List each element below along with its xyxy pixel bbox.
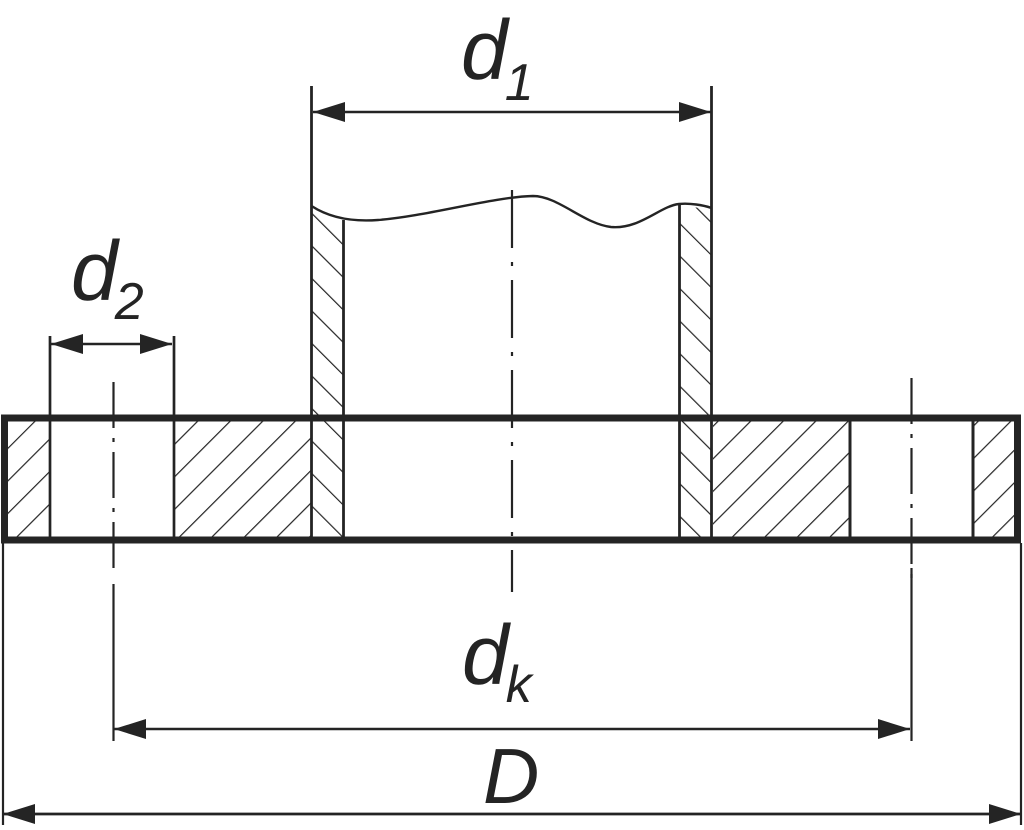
d2-arrow-right [140, 334, 172, 354]
pipe-wall-hatch-right [680, 206, 712, 538]
D-label: D [483, 732, 539, 820]
extension-lines [1, 543, 1023, 825]
d2-arrow-left [51, 334, 83, 354]
d1-arrow-left [313, 102, 345, 122]
dimension-d2: d2 [51, 224, 172, 354]
pipe-wall-outlines [310, 86, 713, 539]
D-arrow-right [989, 804, 1021, 824]
flange-hatch-left-web [175, 421, 311, 537]
D-arrow-left [3, 804, 35, 824]
pipe-wall-hatch-left [312, 209, 344, 538]
centerlines [112, 190, 913, 592]
dk-label: dk [462, 608, 535, 714]
dimension-dk: dk [114, 608, 910, 739]
dk-arrow-left [114, 719, 146, 739]
d2-label: d2 [71, 224, 144, 331]
flange-section-hatching [7, 421, 1018, 537]
d1-arrow-right [679, 102, 711, 122]
flange-hatch-right-web [713, 421, 849, 537]
dimension-d1: d1 [313, 3, 711, 122]
flange-hatch-left-rim [7, 421, 49, 537]
pipe-break-wave-line [310, 194, 712, 229]
d1-label: d1 [461, 3, 534, 112]
dimension-D: D [3, 732, 1021, 824]
bolt-hole-edges [48, 336, 975, 540]
flange-hatch-right-rim [974, 421, 1018, 537]
dk-arrow-right [878, 719, 910, 739]
pipe-wall-hatching [312, 206, 712, 538]
